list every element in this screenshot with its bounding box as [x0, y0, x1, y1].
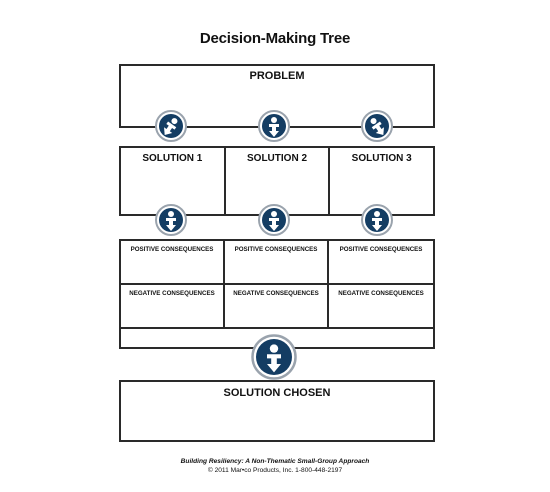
person-arrow-icon [361, 110, 393, 142]
person-arrow-icon [251, 334, 297, 380]
solution-chosen-label: SOLUTION CHOSEN [223, 387, 331, 399]
solution-2-label: SOLUTION 2 [247, 153, 308, 164]
solution-3-label: SOLUTION 3 [351, 153, 412, 164]
problem-label: PROBLEM [249, 70, 305, 82]
negative-consequences-label: NEGATIVE CONSEQUENCES [338, 289, 424, 297]
person-arrow-icon [258, 204, 290, 236]
positive-consequences-3[interactable]: POSITIVE CONSEQUENCES [329, 241, 433, 285]
footer: Building Resiliency: A Non-Thematic Smal… [0, 458, 550, 475]
solution-1-label: SOLUTION 1 [142, 153, 203, 164]
solution-3-box[interactable]: SOLUTION 3 [330, 148, 433, 214]
negative-consequences-label: NEGATIVE CONSEQUENCES [129, 289, 215, 297]
footer-book-title: Building Resiliency: A Non-Thematic Smal… [180, 458, 370, 465]
person-arrow-icon [361, 204, 393, 236]
negative-consequences-2[interactable]: NEGATIVE CONSEQUENCES [225, 284, 329, 328]
positive-consequences-2[interactable]: POSITIVE CONSEQUENCES [225, 241, 329, 285]
person-arrow-icon [155, 204, 187, 236]
footer-copyright: © 2011 Mar•co Products, Inc. 1-800-448-2… [207, 466, 343, 474]
page-title: Decision-Making Tree [199, 30, 351, 47]
positive-consequences-1[interactable]: POSITIVE CONSEQUENCES [121, 241, 225, 285]
person-arrow-icon [258, 110, 290, 142]
solution-chosen-box[interactable]: SOLUTION CHOSEN [119, 380, 435, 442]
positive-consequences-label: POSITIVE CONSEQUENCES [234, 246, 318, 253]
negative-consequences-3[interactable]: NEGATIVE CONSEQUENCES [329, 285, 433, 329]
negative-consequences-label: NEGATIVE CONSEQUENCES [233, 289, 319, 297]
solution-1-box[interactable]: SOLUTION 1 [121, 148, 226, 214]
consequences-grid: POSITIVE CONSEQUENCES POSITIVE CONSEQUEN… [119, 239, 435, 330]
negative-consequences-1[interactable]: NEGATIVE CONSEQUENCES [121, 284, 225, 328]
positive-consequences-label: POSITIVE CONSEQUENCES [339, 246, 423, 253]
person-arrow-icon [155, 110, 187, 142]
solution-2-box[interactable]: SOLUTION 2 [226, 148, 331, 214]
positive-consequences-label: POSITIVE CONSEQUENCES [130, 246, 214, 253]
